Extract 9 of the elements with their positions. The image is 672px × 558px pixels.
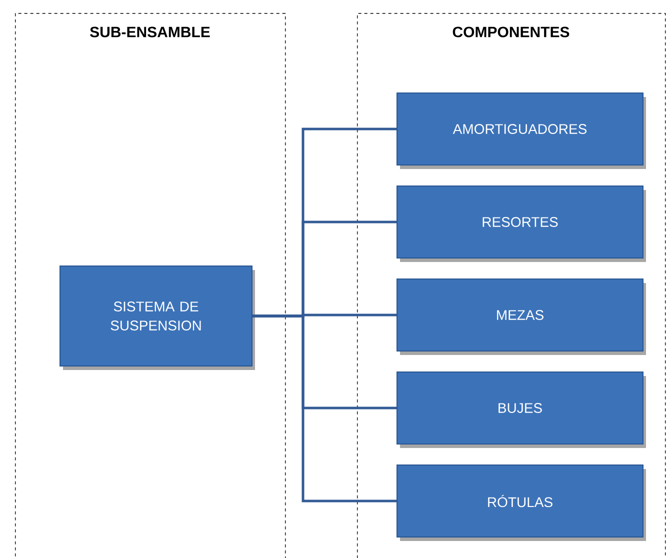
- process-box: RESORTES: [396, 186, 646, 262]
- panel-heading: SUB-ENSAMBLE: [90, 26, 210, 38]
- process-box: SISTEMA DE SUSPENSION: [60, 266, 255, 370]
- process-box: MEZAS: [396, 278, 646, 355]
- process-box: RÓTULAS: [396, 464, 646, 541]
- process-box: AMORTIGUADORES: [396, 92, 646, 169]
- process-box: BUJES: [396, 372, 646, 448]
- panel-heading: COMPONENTES: [452, 26, 570, 38]
- connector-line: [252, 314, 396, 502]
